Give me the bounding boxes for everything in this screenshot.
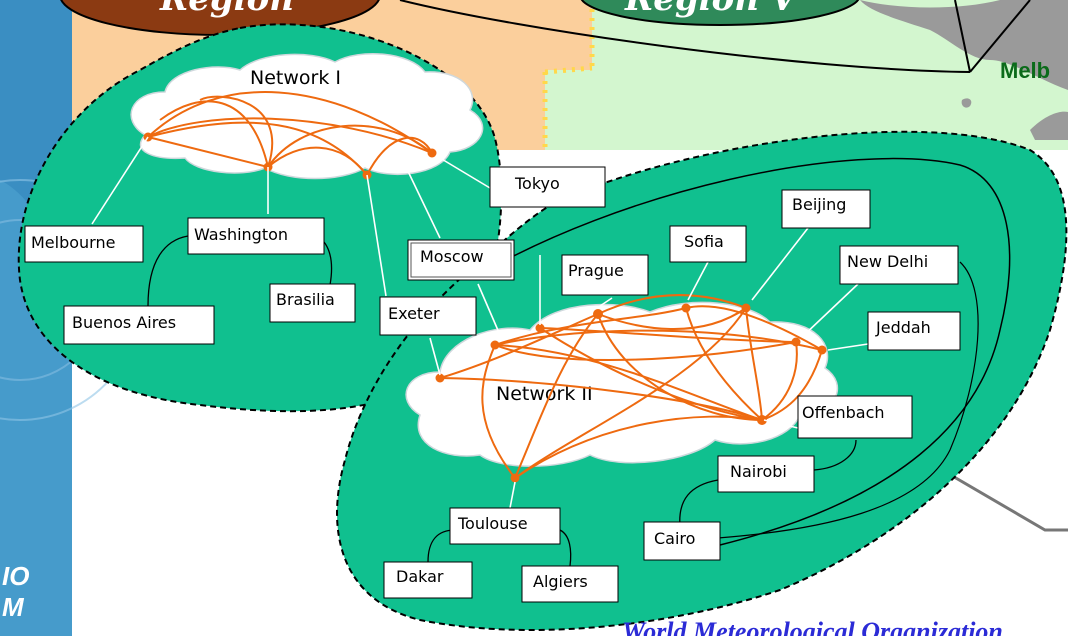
center-melbourne[interactable]: Melbourne [24,225,144,263]
region-link-line-3 [969,0,1031,73]
toulouse-algiers-link [559,529,572,567]
node-dot [427,148,437,158]
node-dot [817,345,827,355]
node-dot [535,323,545,333]
svg-text:Tokyo: Tokyo [514,174,560,193]
washington-buenosaires-link [147,235,189,307]
center-toulouse[interactable]: Toulouse [449,507,561,545]
wmo-logo-line2: M [2,592,25,622]
svg-text:Nairobi: Nairobi [730,462,787,481]
region-v-ellipse [580,0,860,26]
wmo-logo-line1: IO [2,561,29,591]
nairobi-cairo-link [679,479,719,527]
svg-text:Beijing: Beijing [792,195,846,214]
center-buenos-aires[interactable]: Buenos Aires [63,305,215,345]
svg-text:Algiers: Algiers [533,572,588,591]
svg-text:Toulouse: Toulouse [457,514,528,533]
region-left-label: Region [159,0,294,19]
node-dot [681,303,691,313]
pointer-line [924,458,1068,532]
network-1-links [147,91,433,176]
center-exeter[interactable]: Exeter [379,296,477,336]
svg-text:Jeddah: Jeddah [875,318,931,337]
map-landmass-2 [1030,111,1068,140]
center-tokyo[interactable]: Tokyo [489,166,606,208]
svg-text:Brasilia: Brasilia [276,290,335,309]
node-dot [593,309,603,319]
node-dot [435,373,445,383]
network-1-label: Network I [250,67,341,89]
svg-text:Prague: Prague [568,261,624,280]
map-island [961,98,972,108]
node-dot [510,473,520,483]
network-2-inner-line-2 [717,261,979,539]
network-1-cloud [130,53,484,180]
center-offenbach[interactable]: Offenbach [797,395,913,439]
svg-text:Dakar: Dakar [396,567,444,586]
center-prague[interactable]: Prague [561,254,649,296]
center-moscow[interactable]: Moscow [407,239,515,281]
center-cairo[interactable]: Cairo [643,521,721,561]
node-dot [791,337,801,347]
network-2-cloud [405,301,838,467]
center-dakar[interactable]: Dakar [383,561,473,599]
map-region-green [545,0,1068,150]
center-washington[interactable]: Washington [187,217,325,255]
svg-text:Melbourne: Melbourne [31,233,115,252]
network-2-inner-line [469,157,1011,546]
region-v-label: Region V [624,0,801,19]
svg-text:Exeter: Exeter [388,304,440,323]
melbourne-map-label: Melb [1000,58,1050,83]
center-sofia[interactable]: Sofia [669,225,747,263]
svg-text:Offenbach: Offenbach [802,403,885,422]
center-brasilia[interactable]: Brasilia [269,283,356,323]
center-beijing[interactable]: Beijing [781,189,871,229]
svg-text:Buenos Aires: Buenos Aires [72,313,176,332]
center-nairobi[interactable]: Nairobi [717,455,815,493]
center-algiers[interactable]: Algiers [521,565,619,603]
center-arrows [91,136,869,509]
svg-text:Washington: Washington [194,225,288,244]
region-link-line [399,0,971,73]
nairobi-offenbach-link [813,439,857,471]
svg-text:Moscow: Moscow [420,247,484,266]
svg-text:Cairo: Cairo [654,529,695,548]
svg-text:Sofia: Sofia [684,232,724,251]
node-dot [741,303,751,313]
region-link-line-2 [954,0,971,73]
node-dot [757,415,767,425]
node-dot [490,340,500,350]
footer-organization: World Meteorological Organization [622,617,1003,636]
center-jeddah[interactable]: Jeddah [867,311,961,351]
center-new-delhi[interactable]: New Delhi [839,245,959,285]
svg-text:New Delhi: New Delhi [847,252,928,271]
network-2-label: Network II [496,383,593,405]
